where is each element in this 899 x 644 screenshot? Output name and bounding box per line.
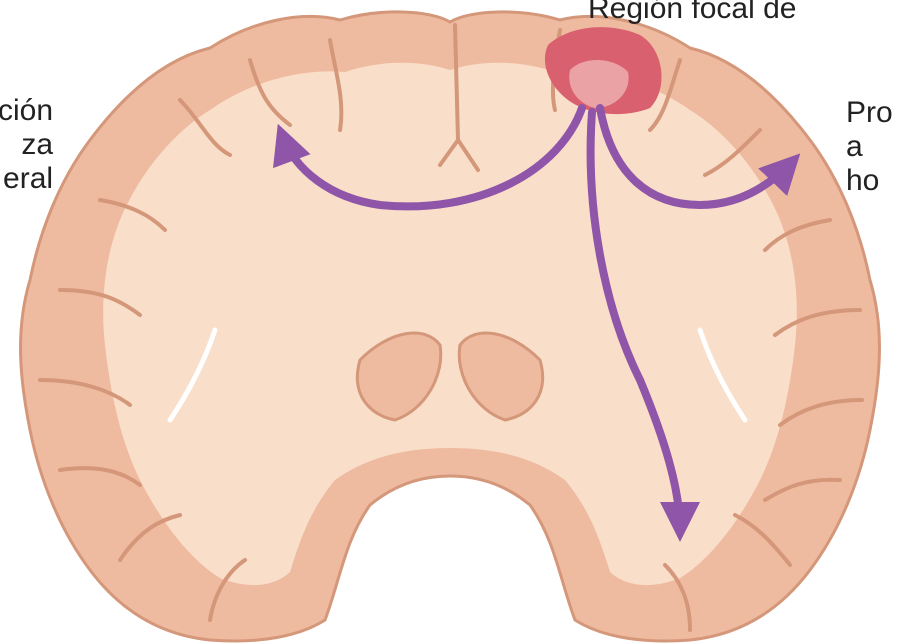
label-propagation-right: Pro a ho <box>846 96 893 198</box>
label-propagation-left: ción za eral <box>0 94 53 196</box>
label-focal-region: Región focal de <box>588 0 796 26</box>
white-matter <box>103 63 797 585</box>
